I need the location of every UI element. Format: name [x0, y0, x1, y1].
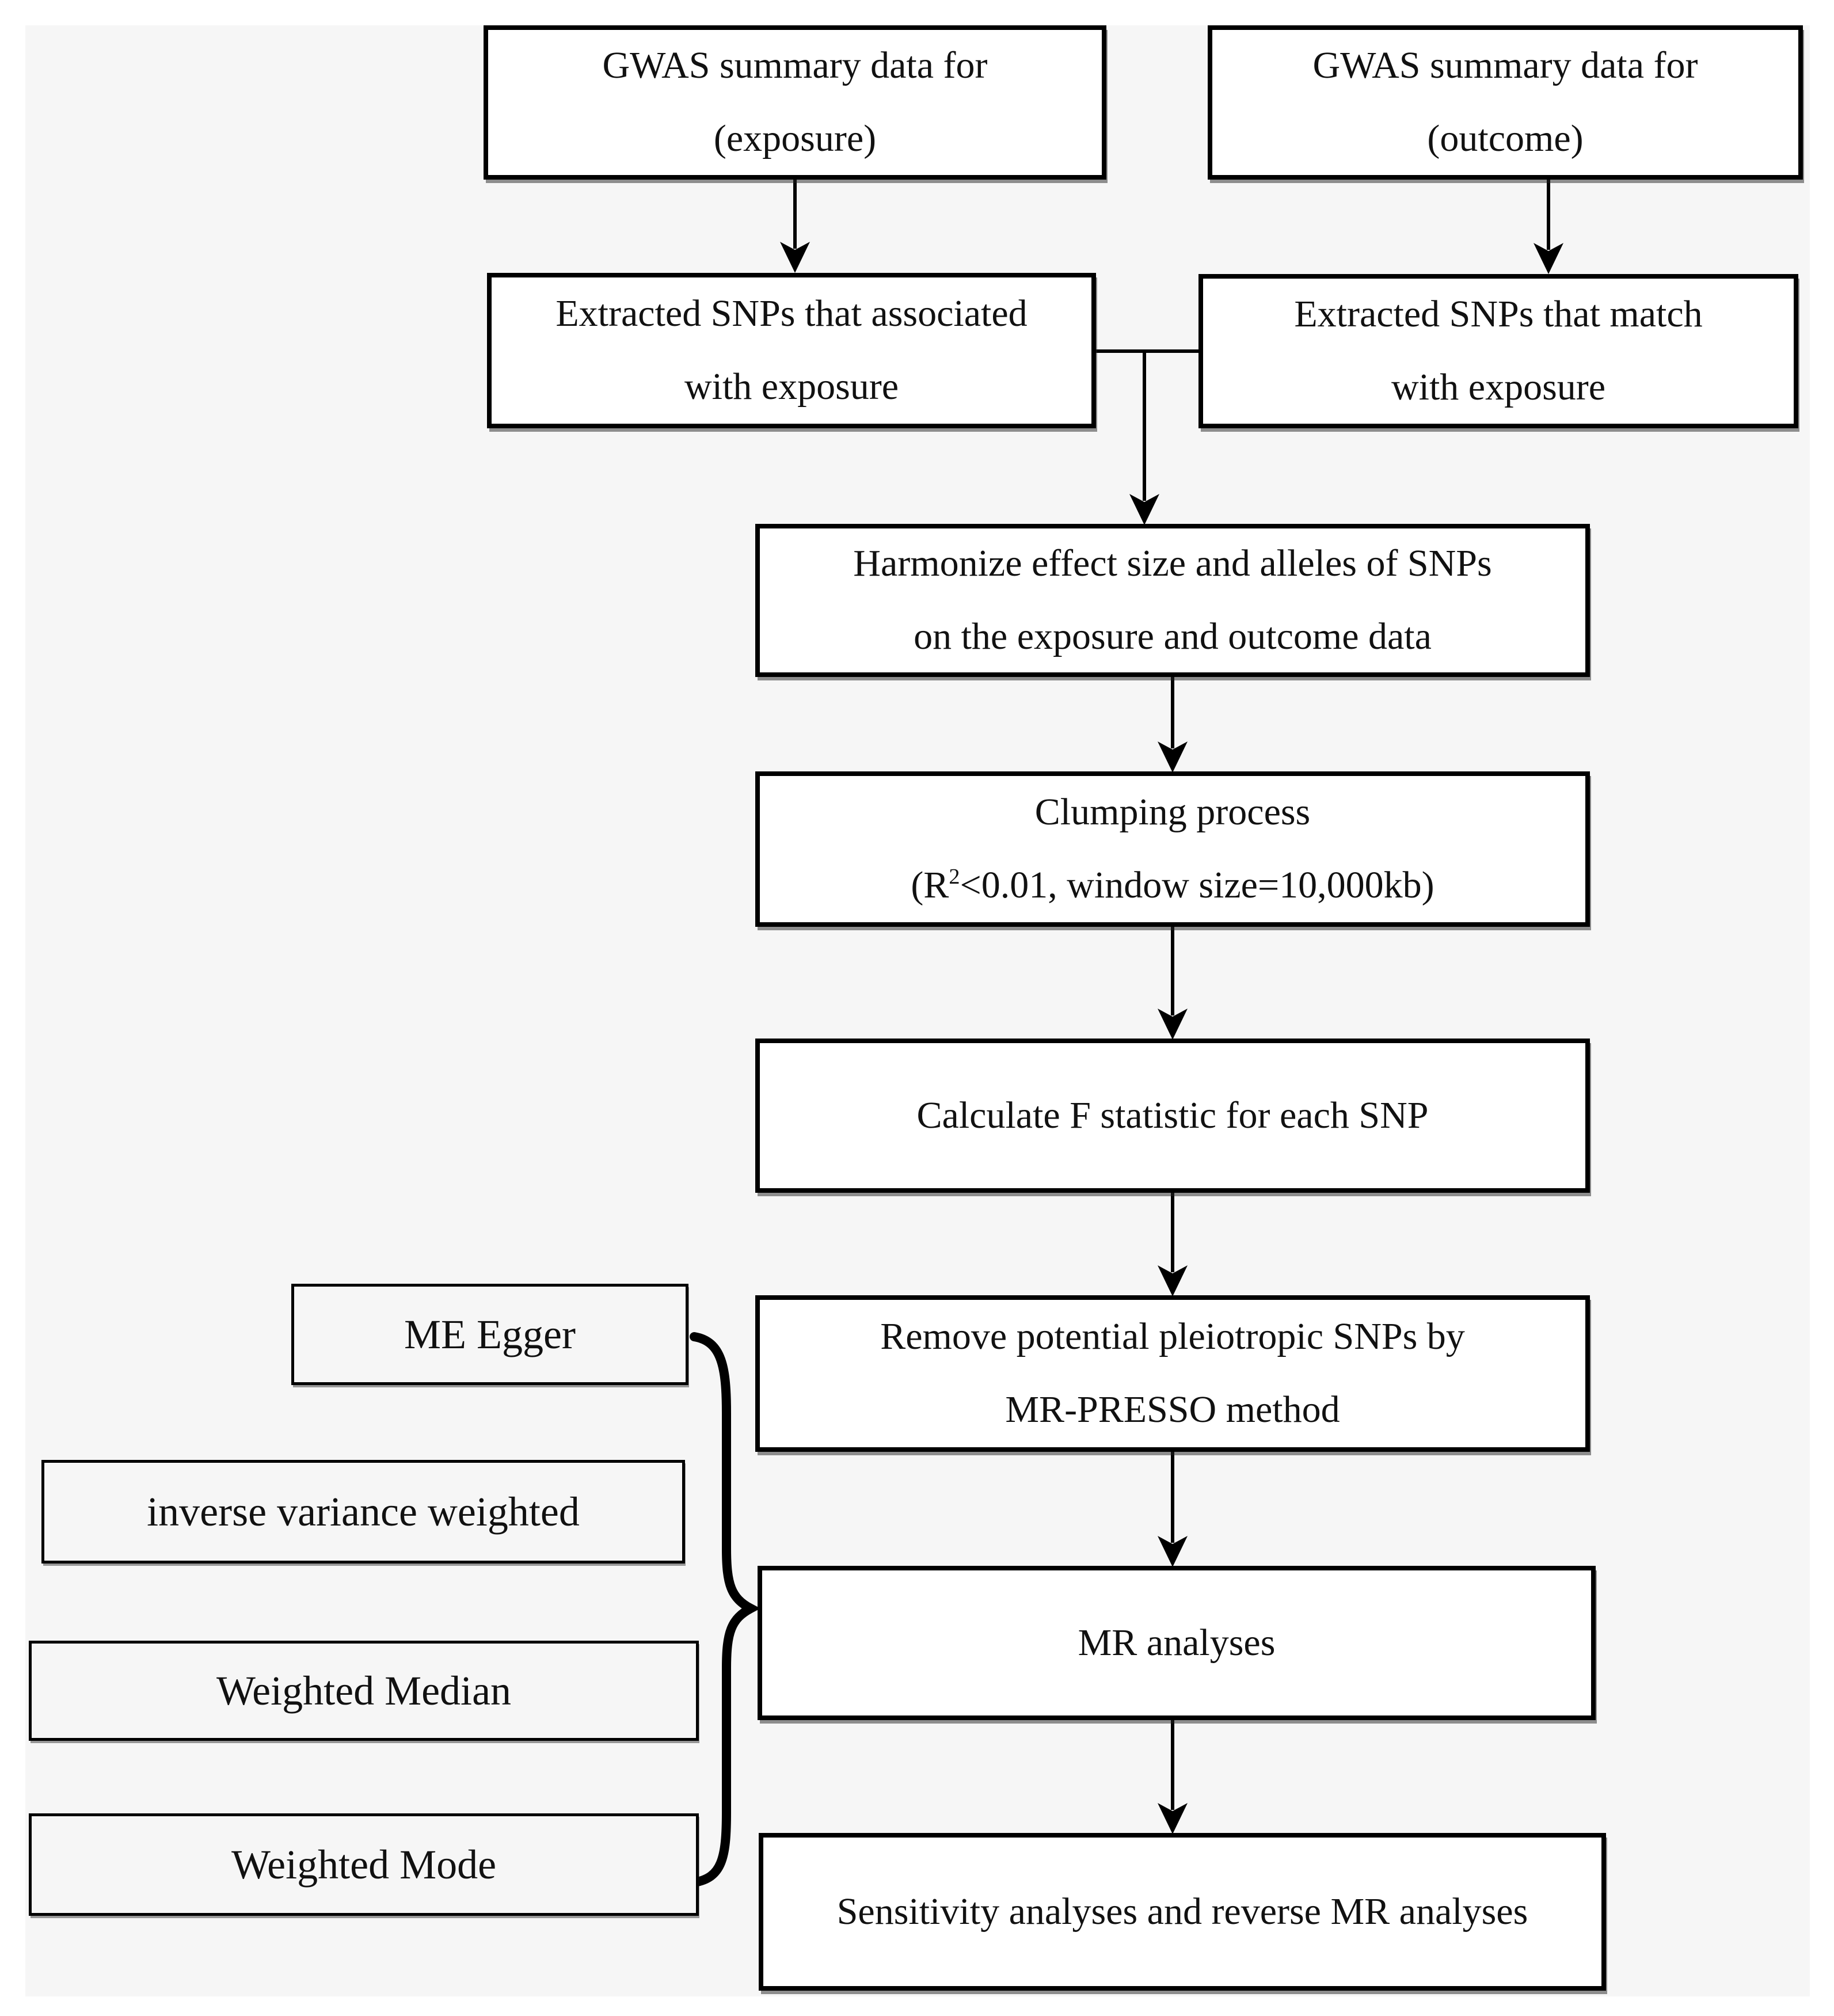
- node-label-line: GWAS summary data for: [1312, 44, 1698, 87]
- node-label-line: ME Egger: [404, 1311, 576, 1357]
- node-label-line: Extracted SNPs that associated: [555, 292, 1028, 335]
- node-sensitivity-analyses: Sensitivity analyses and reverse MR anal…: [759, 1833, 1606, 1991]
- node-label-line: Weighted Mode: [231, 1841, 497, 1888]
- node-harmonize: Harmonize effect size and alleles of SNP…: [755, 524, 1590, 677]
- node-label-line: Sensitivity analyses and reverse MR anal…: [836, 1890, 1528, 1933]
- node-method-ivw: inverse variance weighted: [41, 1460, 685, 1564]
- node-gwas-outcome: GWAS summary data for (outcome): [1208, 25, 1803, 180]
- arrow-clumping-to-fstat: [1158, 927, 1188, 1040]
- formula-pre: (R: [911, 864, 949, 906]
- node-label-line: with exposure: [684, 366, 899, 408]
- node-method-weighted-median: Weighted Median: [29, 1641, 699, 1741]
- node-label-line: Harmonize effect size and alleles of SNP…: [853, 542, 1492, 585]
- node-label-line: Remove potential pleiotropic SNPs by: [880, 1315, 1465, 1358]
- node-gwas-exposure: GWAS summary data for (exposure): [484, 25, 1106, 180]
- node-label-line: MR-PRESSO method: [1005, 1389, 1340, 1431]
- node-method-me-egger: ME Egger: [291, 1284, 688, 1385]
- arrow-harmonize-to-clumping: [1158, 677, 1188, 773]
- node-mr-presso: Remove potential pleiotropic SNPs by MR-…: [755, 1295, 1590, 1452]
- arrow-outcome-to-extract: [1534, 180, 1563, 274]
- node-label-line: on the exposure and outcome data: [914, 615, 1432, 657]
- node-label-line: (exposure): [713, 117, 877, 159]
- formula-superscript: 2: [949, 865, 960, 889]
- arrow-merge-to-harmonize: [1129, 494, 1159, 525]
- node-label-line: Calculate F statistic for each SNP: [916, 1094, 1429, 1136]
- merge-connector: [1095, 349, 1199, 525]
- node-mr-analyses: MR analyses: [758, 1566, 1596, 1720]
- arrow-exposure-to-extract: [780, 180, 810, 273]
- node-label-line: Clumping process: [1034, 791, 1311, 834]
- node-label-line: Weighted Median: [216, 1667, 512, 1714]
- node-method-weighted-mode: Weighted Mode: [29, 1813, 699, 1916]
- node-extract-exposure: Extracted SNPs that associated with expo…: [487, 273, 1096, 428]
- node-extract-outcome: Extracted SNPs that match with exposure: [1198, 274, 1798, 428]
- node-label-line: MR analyses: [1078, 1621, 1276, 1664]
- node-label-line: with exposure: [1391, 366, 1606, 408]
- curly-brace: [690, 1332, 761, 1887]
- node-label-formula: (R2<0.01, window size=10,000kb): [911, 849, 1434, 922]
- arrow-mr-to-sensitivity: [1158, 1720, 1188, 1834]
- node-clumping: Clumping process (R2<0.01, window size=1…: [755, 771, 1590, 927]
- node-label-line: Extracted SNPs that match: [1294, 293, 1703, 336]
- node-label-line: (outcome): [1427, 117, 1584, 159]
- node-f-statistic: Calculate F statistic for each SNP: [755, 1039, 1590, 1193]
- arrow-fstat-to-presso: [1158, 1193, 1188, 1296]
- node-label-line: inverse variance weighted: [147, 1488, 580, 1535]
- formula-post: <0.01, window size=10,000kb): [960, 864, 1435, 906]
- node-label-line: GWAS summary data for: [602, 44, 988, 87]
- arrow-presso-to-mr: [1158, 1452, 1188, 1567]
